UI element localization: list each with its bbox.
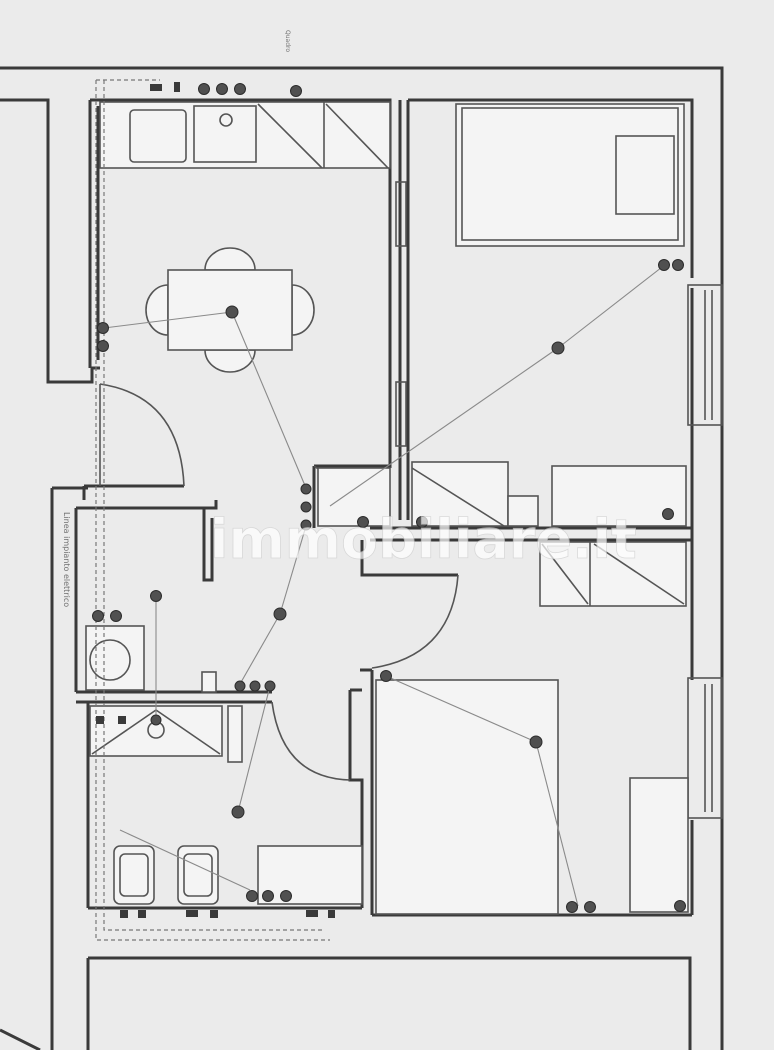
laundry-fixtures (85, 625, 217, 693)
interior-walls (74, 98, 694, 1050)
watermark-logo: immobiliare.it (210, 508, 637, 571)
bedroom-1-furniture (317, 103, 687, 527)
wiring (103, 263, 667, 907)
dining-table (145, 247, 315, 373)
kitchen-furniture (99, 101, 391, 169)
top-note: Quadro (284, 30, 291, 52)
electrical-points (92, 82, 686, 918)
vertical-note: Linea impianto elettrico (62, 512, 71, 607)
bedroom-2-furniture (375, 541, 689, 915)
electrical-conduit (95, 79, 330, 941)
bathroom-fixtures (89, 705, 363, 905)
windows (395, 181, 723, 819)
